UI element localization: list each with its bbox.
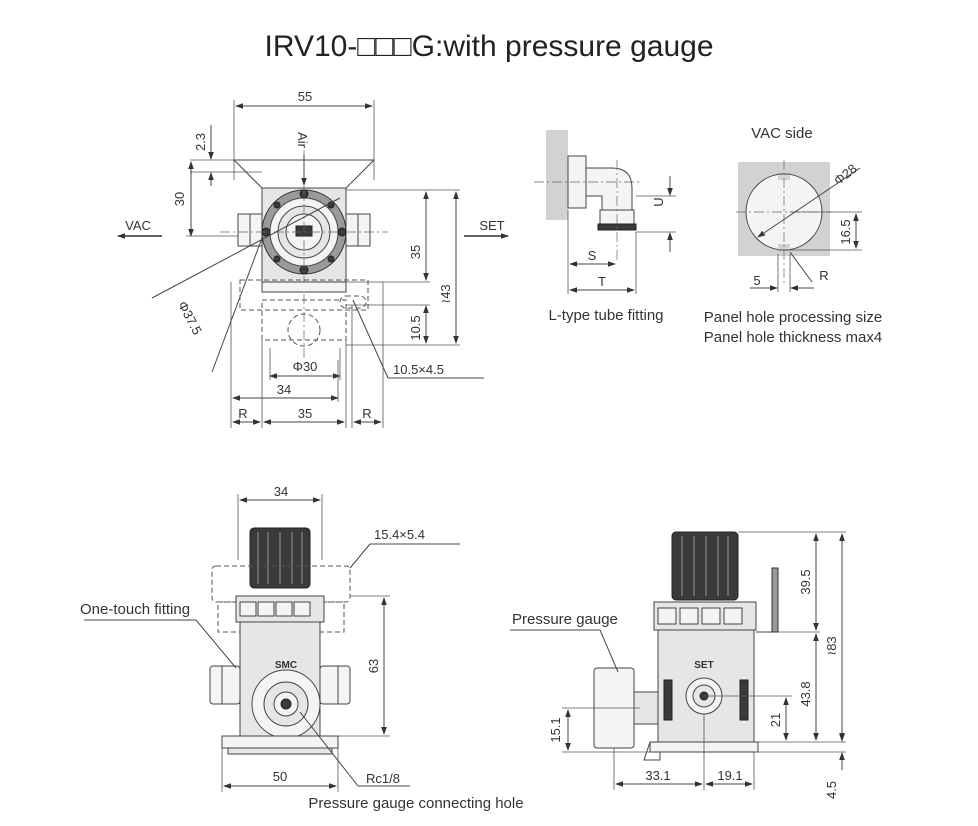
set-label: SET [479, 218, 504, 233]
dim-r-right: R [362, 406, 371, 421]
l-fitting-view: U S T L-type tube fitting [534, 130, 676, 324]
dim-4-5: 4.5 [824, 781, 839, 799]
dim-u: U [651, 197, 666, 206]
dim-slot: 10.5×4.5 [393, 362, 444, 377]
air-label: Air [295, 132, 310, 149]
top-view: 55 2.3 30 Air VAC SET Φ37.5 35 ≀43 10.5 … [117, 89, 509, 428]
dim-83: ≀83 [824, 636, 839, 655]
knob-side [671, 531, 739, 601]
dim-10-5: 10.5 [408, 315, 423, 340]
dim-15-1: 15.1 [548, 717, 563, 742]
fitting-caption: L-type tube fitting [548, 307, 663, 324]
dim-19-1: 19.1 [717, 768, 742, 783]
panel-caption-2: Panel hole thickness max4 [704, 329, 882, 346]
dim-height-left: 30 [172, 192, 187, 206]
dim-39-5: 39.5 [798, 569, 813, 594]
dim-top-offset: 2.3 [193, 133, 208, 151]
dim-diameter: Φ37.5 [175, 299, 205, 338]
dim-43: ≀43 [438, 284, 453, 303]
dim-5: 5 [753, 273, 760, 288]
dim-r: R [819, 268, 828, 283]
elbow-fitting [585, 167, 633, 211]
dim-phi30: Φ30 [293, 359, 318, 374]
dim-50: 50 [273, 769, 287, 784]
dim-63: 63 [366, 659, 381, 673]
set-mark: SET [694, 660, 713, 671]
dim-35-bottom: 35 [298, 406, 312, 421]
callout-gauge: Pressure gauge [512, 611, 618, 628]
dim-33-1: 33.1 [645, 768, 670, 783]
panel-heading: VAC side [751, 125, 812, 142]
front-view: SMC 34 15.4×5.4 One-touch fitting 63 50 … [80, 484, 524, 812]
side-view: Pressure gauge SET 39.5 ≀83 43.8 21 15.1… [510, 531, 846, 799]
dim-43-8: 43.8 [798, 681, 813, 706]
dim-16-5: 16.5 [838, 219, 853, 244]
panel-hole-view: VAC side Φ28 16.5 5 R Panel hole process… [704, 125, 882, 346]
vac-label: VAC [125, 218, 151, 233]
dim-21: 21 [768, 713, 783, 727]
dim-r-left: R [238, 406, 247, 421]
callout-port: Rc1/8 [366, 771, 400, 786]
page-title: IRV10-□□□G:with pressure gauge [264, 30, 714, 63]
dim-s: S [588, 248, 597, 263]
dim-t: T [598, 274, 606, 289]
front-caption: Pressure gauge connecting hole [308, 795, 523, 812]
panel-caption-1: Panel hole processing size [704, 309, 882, 326]
callout-fitting: One-touch fitting [80, 601, 190, 618]
dim-phi28: Φ28 [831, 161, 860, 188]
dim-width: 55 [298, 89, 312, 104]
brand-mark: SMC [275, 660, 297, 671]
dim-34-front: 34 [274, 484, 288, 499]
dim-34: 34 [277, 382, 291, 397]
dim-35-right: 35 [408, 245, 423, 259]
dim-slot-front: 15.4×5.4 [374, 527, 425, 542]
